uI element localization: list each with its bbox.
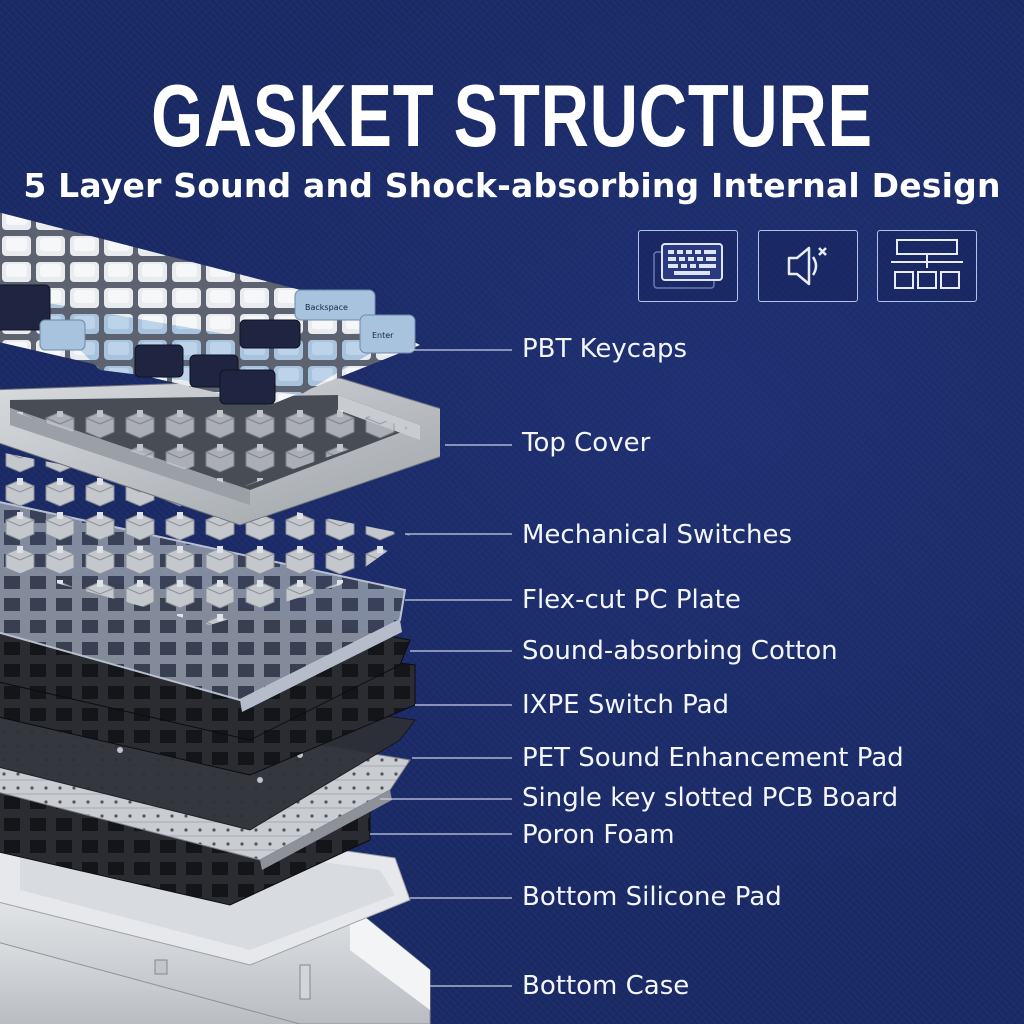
exploded-keyboard-illustration: Backspace Enter [0,212,440,1024]
layer-structure-icon [891,239,963,289]
feature-sound [758,230,858,302]
layer-label-pet: PET Sound Enhancement Pad [522,743,904,773]
layer-label-mechanical-switches: Mechanical Switches [522,520,793,550]
layer-label-silicone: Bottom Silicone Pad [522,882,782,912]
pbt-keycaps-layer: Backspace Enter [0,212,420,405]
page-subtitle: 5 Layer Sound and Shock-absorbing Intern… [23,166,1001,205]
keycap-backspace-legend: Backspace [305,303,348,312]
feature-layers [877,230,977,302]
layer-label-pbt-keycaps: PBT Keycaps [522,334,688,364]
layer-label-top-cover: Top Cover [522,428,651,458]
layer-label-bottom-case: Bottom Case [522,971,690,1001]
layer-label-poron: Poron Foam [522,820,675,850]
mechanical-switches-layer [0,452,410,625]
keyboard-icon [653,243,723,289]
top-cover-layer [0,377,440,526]
speaker-mute-icon [787,246,827,286]
feature-keyboard [638,230,738,302]
layer-label-cotton: Sound-absorbing Cotton [522,636,838,666]
layer-label-pc-plate: Flex-cut PC Plate [522,585,741,615]
page-title: GASKET STRUCTURE [151,66,873,165]
layer-label-pcb: Single key slotted PCB Board [522,783,899,813]
keycap-enter-legend: Enter [372,331,394,340]
layer-label-ixpe: IXPE Switch Pad [522,690,730,720]
